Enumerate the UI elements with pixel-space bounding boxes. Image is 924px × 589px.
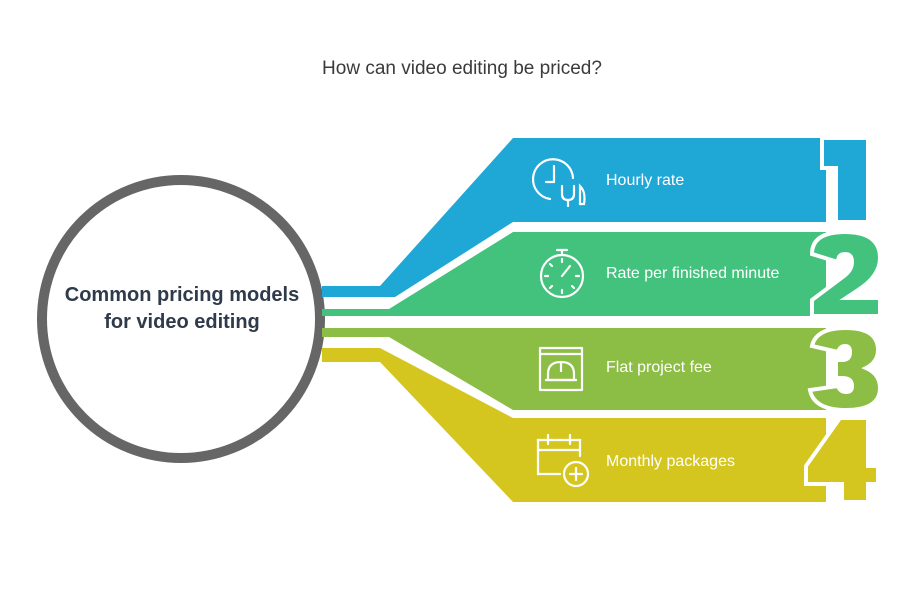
item-label-flat-fee: Flat project fee xyxy=(606,359,712,376)
item-label-rate-per-minute: Rate per finished minute xyxy=(606,265,780,282)
item-label-hourly-rate: Hourly rate xyxy=(606,172,685,189)
center-ring xyxy=(37,175,325,463)
number-3 xyxy=(807,325,883,413)
band-1 xyxy=(322,136,870,297)
calendar-plus-icon xyxy=(536,433,590,488)
number-4 xyxy=(804,416,880,504)
number-2 xyxy=(809,229,883,318)
hardhat-blueprint-icon xyxy=(538,346,584,392)
number-1 xyxy=(820,136,870,224)
item-label-monthly-packages: Monthly packages xyxy=(606,453,735,470)
stopwatch-icon xyxy=(539,248,585,299)
band-2 xyxy=(322,229,883,318)
center-label: Common pricing models for video editing xyxy=(64,284,300,333)
diagram-title: How can video editing be priced? xyxy=(322,58,602,79)
band-4 xyxy=(322,348,880,504)
clock-fork-icon xyxy=(531,158,586,208)
